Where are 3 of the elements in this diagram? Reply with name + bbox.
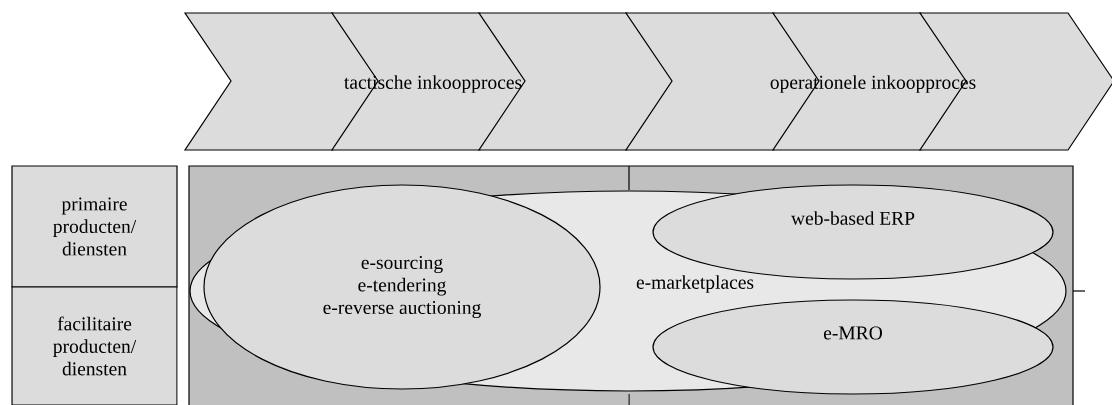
chevron-segment (330, 12, 527, 151)
category-box: facilitaire producten/ diensten (11, 286, 178, 405)
category-box: primaire producten/ diensten (11, 165, 178, 288)
